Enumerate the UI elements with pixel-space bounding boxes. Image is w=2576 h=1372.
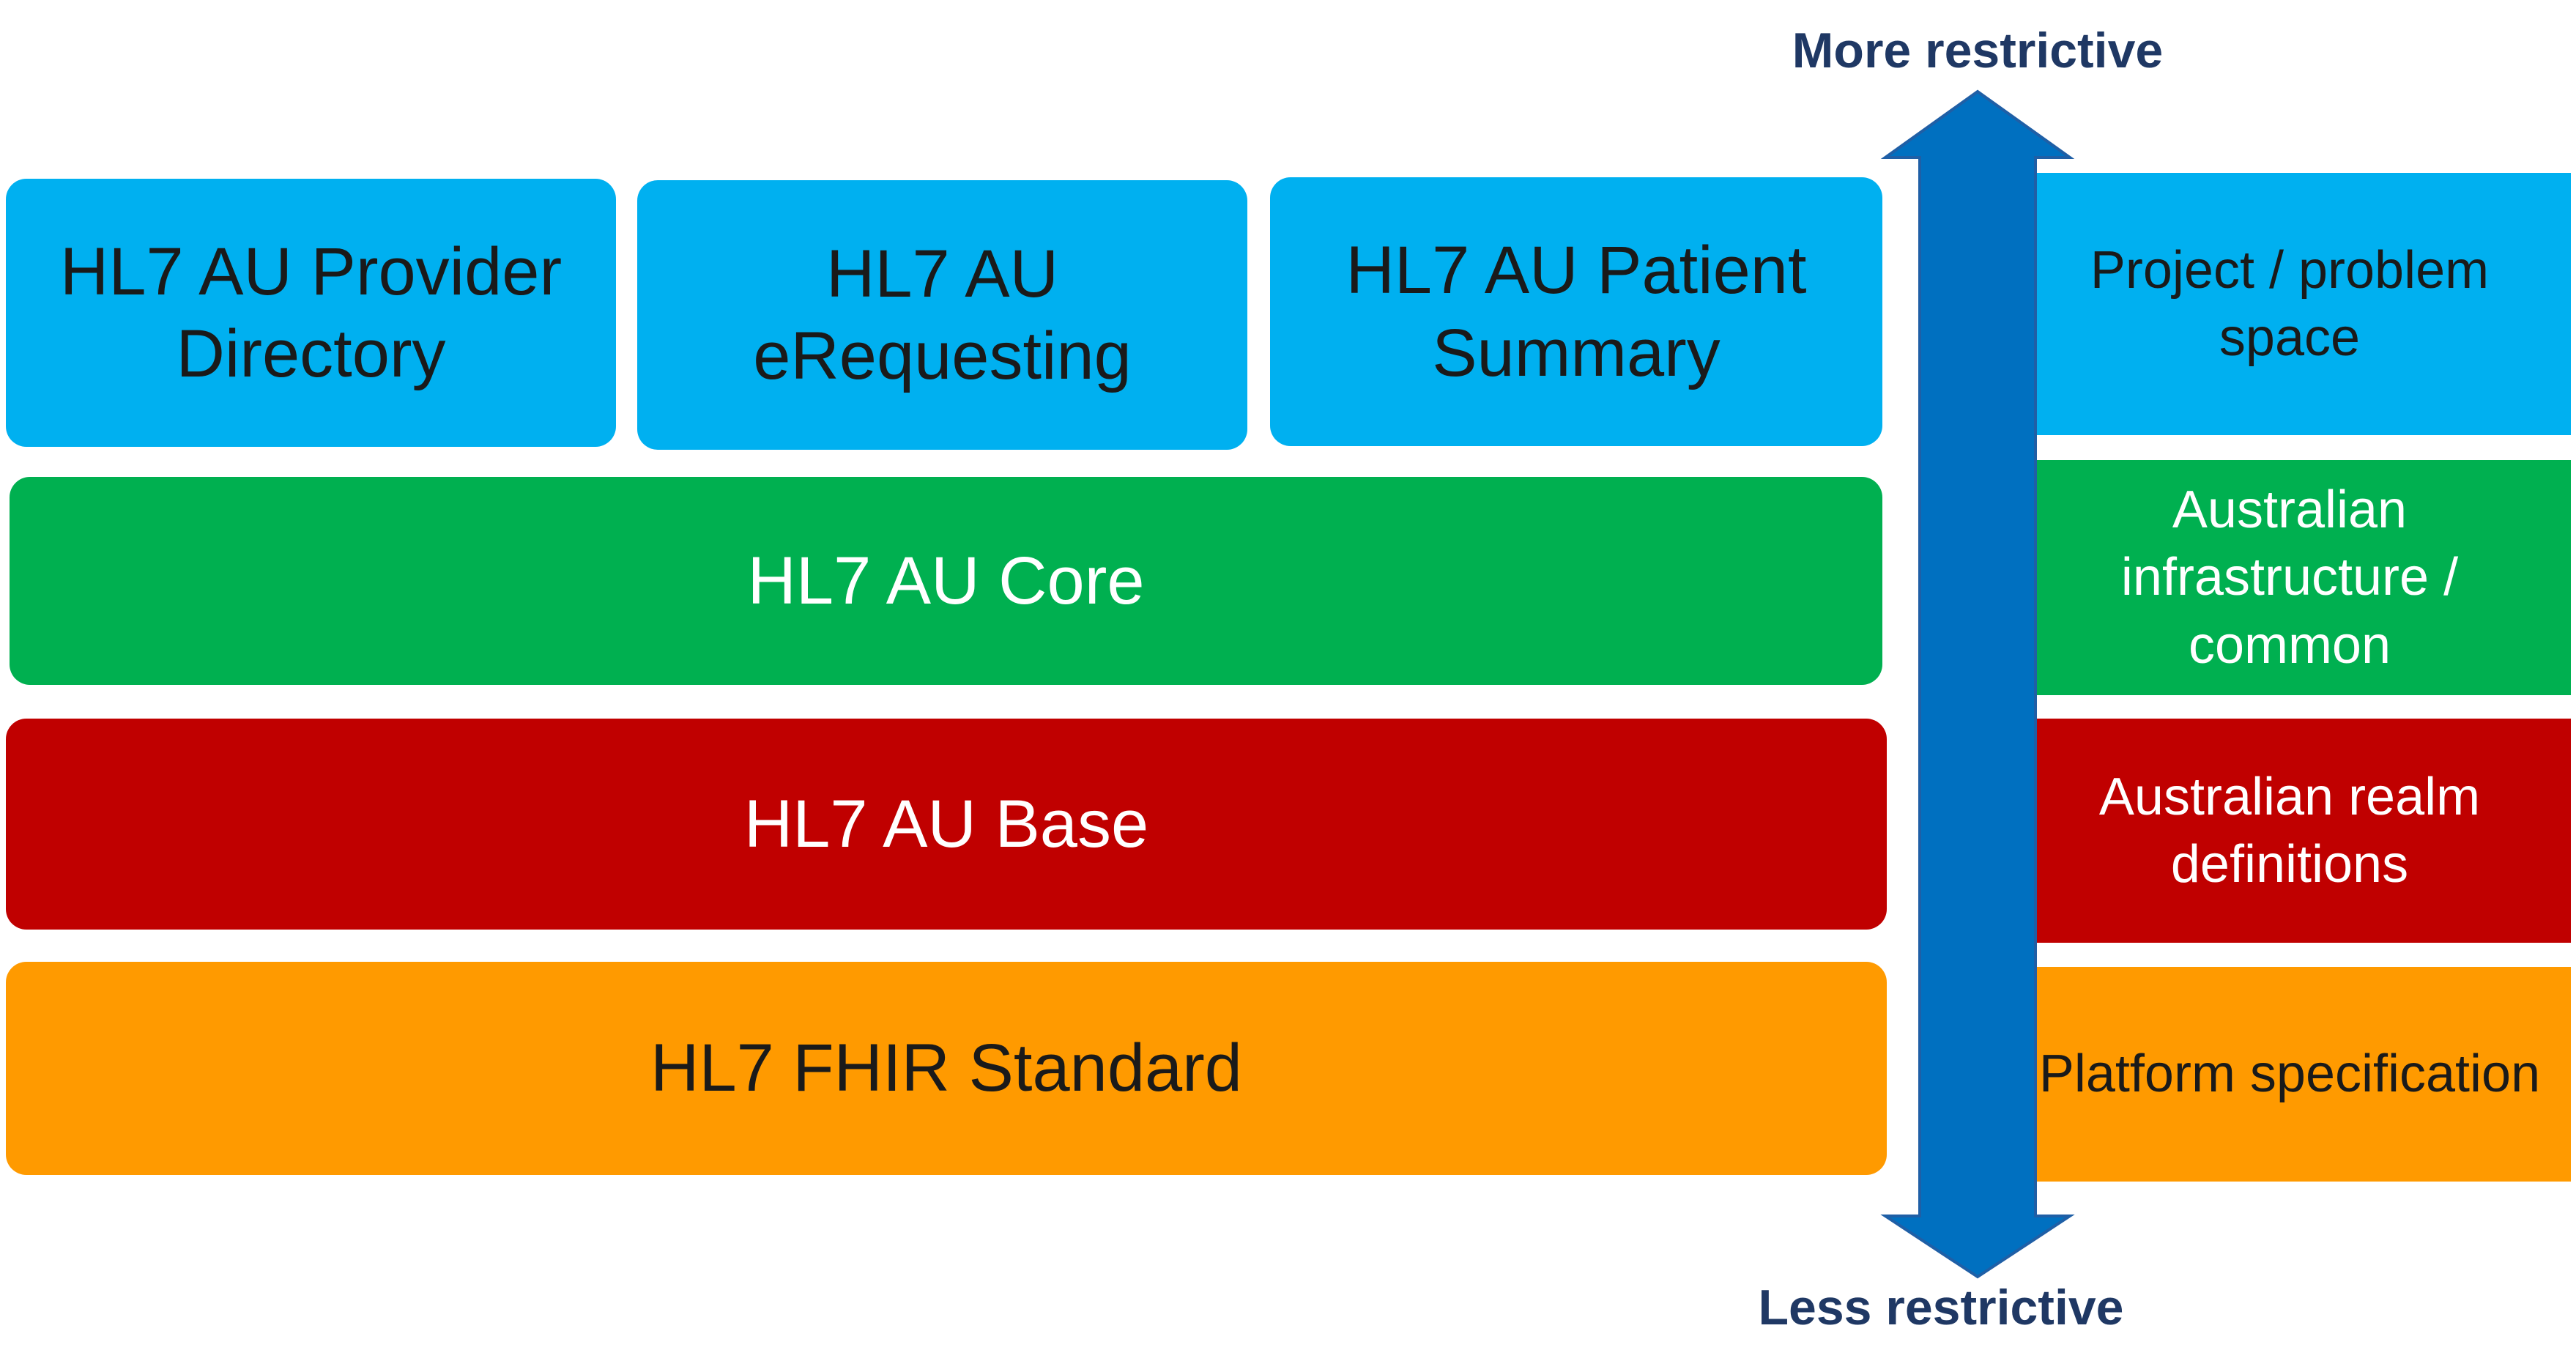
layer-au-core: HL7 AU Core bbox=[10, 477, 1882, 685]
layer-au-base-label: HL7 AU Base bbox=[743, 786, 1149, 861]
desc-project-line2: space bbox=[2219, 308, 2361, 367]
desc-realm-line2: definitions bbox=[2170, 835, 2409, 894]
desc-project-line1: Project / problem bbox=[2090, 240, 2490, 300]
desc-infra-line3: common bbox=[2188, 615, 2391, 675]
ig-provider-line1: HL7 AU Provider bbox=[59, 234, 563, 309]
ig-erequesting-line1: HL7 AU bbox=[825, 236, 1059, 311]
layer-au-base: HL7 AU Base bbox=[6, 719, 1887, 930]
desc-infra-line2: infrastructure / bbox=[2120, 548, 2459, 607]
ig-patient-line2: Summary bbox=[1432, 315, 1721, 390]
ig-box-patient-summary: HL7 AU Patient Summary bbox=[1270, 177, 1882, 446]
axis-label-less-restrictive: Less restrictive bbox=[1758, 1280, 2124, 1335]
ig-erequesting-line2: eRequesting bbox=[753, 319, 1132, 393]
layer-au-core-label: HL7 AU Core bbox=[747, 543, 1145, 618]
desc-australian-realm: Australian realm definitions bbox=[2008, 719, 2571, 943]
ig-box-provider-directory: HL7 AU Provider Directory bbox=[6, 179, 616, 447]
desc-infra-line1: Australian bbox=[2172, 481, 2408, 540]
layer-fhir-standard-label: HL7 FHIR Standard bbox=[650, 1031, 1242, 1106]
desc-platform-specification: Platform specification bbox=[2008, 967, 2571, 1182]
ig-box-erequesting: HL7 AU eRequesting bbox=[637, 180, 1247, 450]
layer-fhir-standard: HL7 FHIR Standard bbox=[6, 962, 1887, 1175]
ig-patient-line1: HL7 AU Patient bbox=[1345, 233, 1807, 308]
desc-australian-infrastructure: Australian infrastructure / common bbox=[2008, 460, 2571, 695]
axis-label-more-restrictive: More restrictive bbox=[1792, 23, 2164, 78]
desc-realm-line1: Australian realm bbox=[2098, 767, 2481, 826]
desc-project-problem-space: Project / problem space bbox=[2008, 173, 2571, 435]
desc-platform-label: Platform specification bbox=[2038, 1045, 2541, 1104]
ig-provider-line2: Directory bbox=[176, 316, 446, 391]
